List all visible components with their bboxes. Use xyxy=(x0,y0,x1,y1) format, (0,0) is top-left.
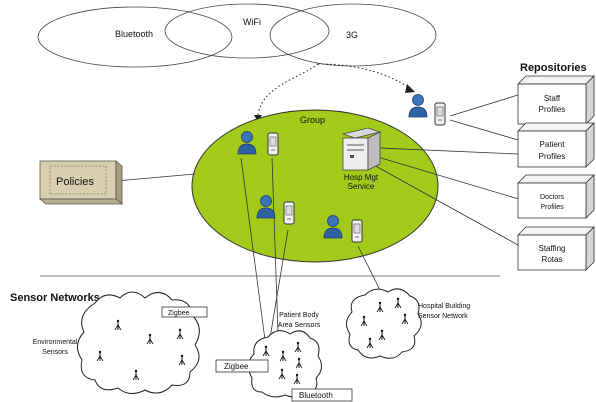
server-icon xyxy=(341,127,382,171)
user-icon xyxy=(408,94,428,118)
environmental-label-line2: Sensors xyxy=(42,349,68,356)
repositories-title: Repositories xyxy=(520,62,587,74)
phone-icon xyxy=(434,102,446,126)
wifi-network xyxy=(164,3,330,59)
3g-network xyxy=(269,3,437,67)
hospital-label-line1: Hospital Building xyxy=(418,303,470,310)
body-area-label-line1: Patient Body xyxy=(279,312,319,319)
link-line xyxy=(377,156,523,201)
link-line xyxy=(449,119,519,141)
phone-icon xyxy=(283,201,295,225)
link-line xyxy=(449,94,519,117)
bluetooth-label: Bluetooth xyxy=(115,29,153,39)
phone-icon xyxy=(351,219,363,243)
repository-label-line1: Staffing xyxy=(539,244,566,253)
group-ellipse xyxy=(191,109,439,263)
repository-staffing-rotas: Staffing Rotas xyxy=(517,226,595,271)
bluetooth-tag-label: Bluetooth xyxy=(299,391,333,400)
body-area-label-line2: Area Sensors xyxy=(278,322,321,329)
repository-label-line1: Staff xyxy=(544,94,561,103)
zigbee-tag xyxy=(215,359,269,373)
link-line xyxy=(271,157,279,334)
wifi-label: WiFi xyxy=(243,17,261,27)
dotted-arrow-to-remote-user xyxy=(317,63,411,89)
zigbee-tag xyxy=(161,306,208,318)
repository-label-line2: Rotas xyxy=(542,255,563,264)
zigbee-label: Zigbee xyxy=(168,310,190,317)
link-line xyxy=(379,147,519,155)
server-label-line2: Service xyxy=(348,182,375,191)
zigbee-label: Zigbee xyxy=(224,362,249,371)
hospital-label-line2: Sensor Network xyxy=(418,313,468,320)
policies-box: Policies xyxy=(38,160,124,205)
repository-label-line2: Profiles xyxy=(540,204,564,211)
repository-doctors-profiles: Doctors Profiles xyxy=(517,174,595,219)
3g-label: 3G xyxy=(346,30,358,40)
arrowhead-icon xyxy=(405,84,415,93)
environmental-label-line1: Environmental xyxy=(33,339,78,346)
policies-label: Policies xyxy=(56,176,94,188)
repository-label-line2: Profiles xyxy=(539,105,566,114)
dotted-arrow-to-group-user xyxy=(257,63,319,116)
repository-patient-profiles: Patient Profiles xyxy=(517,122,595,168)
link-line xyxy=(115,173,196,182)
server-label-line1: Hosp Mgt xyxy=(344,173,379,182)
link-line xyxy=(357,245,382,293)
repository-label-line1: Doctors xyxy=(540,194,565,201)
sensor-networks-title: Sensor Networks xyxy=(10,292,100,304)
repository-label-line2: Profiles xyxy=(539,152,566,161)
hospital-building-sensors-cloud xyxy=(346,288,422,359)
repository-staff-profiles: Staff Profiles xyxy=(517,75,595,125)
group-label: Group xyxy=(300,115,325,125)
link-line xyxy=(371,163,519,246)
bluetooth-tag xyxy=(291,388,353,402)
phone-icon xyxy=(267,132,279,156)
bluetooth-network xyxy=(37,6,233,68)
repository-label-line1: Patient xyxy=(540,140,566,149)
